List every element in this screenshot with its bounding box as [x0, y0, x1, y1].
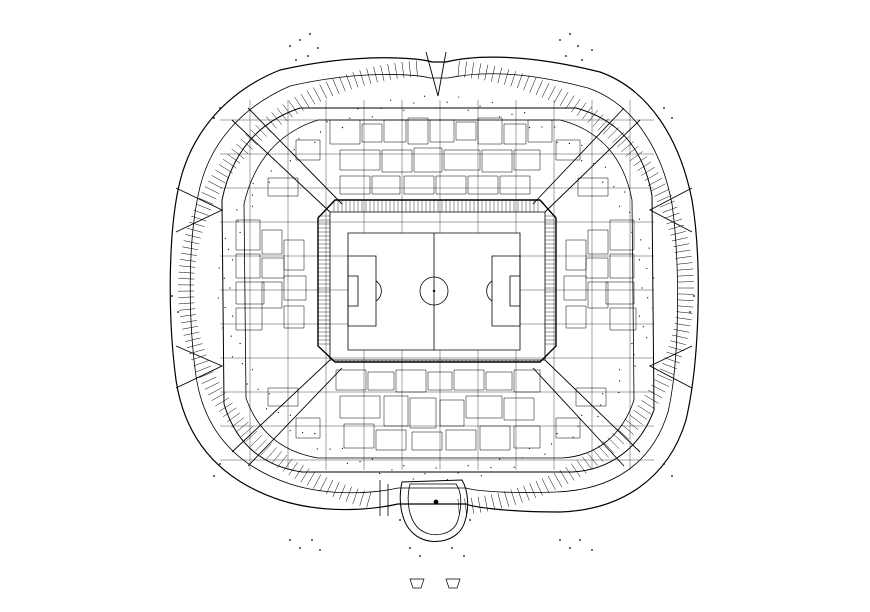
- corner-passages: [232, 108, 640, 466]
- football-pitch: [348, 233, 520, 350]
- parking-markers: [410, 579, 460, 588]
- goal-area-left: [348, 276, 358, 306]
- center-spot: [433, 290, 435, 292]
- penalty-arc-right: [487, 281, 492, 301]
- center-circle: [420, 277, 448, 305]
- site-markers: [171, 33, 695, 557]
- penalty-arc-left: [376, 281, 381, 301]
- goal-area-right: [510, 276, 520, 306]
- entrance-plaza: [380, 480, 468, 542]
- room-blocks: [236, 118, 636, 450]
- gate-openings: [176, 52, 692, 388]
